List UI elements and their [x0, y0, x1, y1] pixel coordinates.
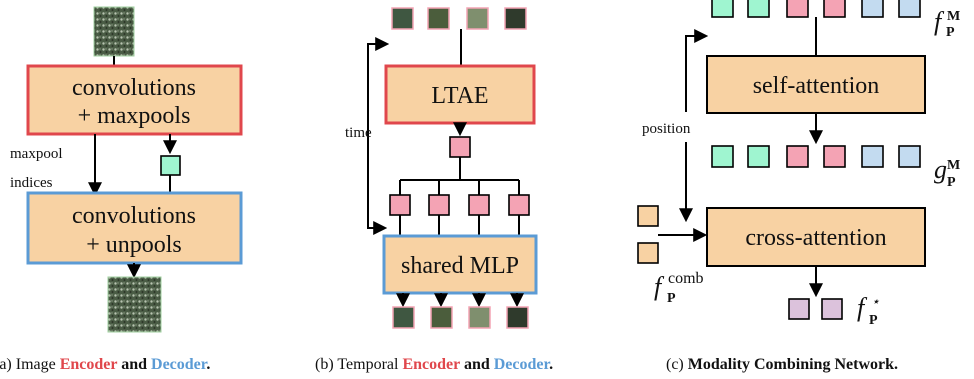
fm-token-5 — [861, 0, 884, 18]
output-step-4 — [506, 306, 529, 329]
output-step-2 — [430, 306, 453, 329]
input-image-patch — [93, 6, 135, 57]
gm-sup: M — [947, 158, 960, 173]
fcomb-main: f — [654, 272, 665, 301]
latent-square — [160, 155, 181, 176]
fcomb-token-2 — [637, 242, 659, 264]
panel-c: f P M position self-attention g P M f P … — [637, 0, 960, 328]
caption-b-end: . — [549, 356, 553, 373]
caption-b-and: and — [460, 356, 494, 373]
time-label: time — [345, 125, 372, 141]
caption-b-prefix: (b) Temporal — [315, 356, 402, 373]
input-step-3 — [466, 7, 489, 30]
ltae-label: LTAE — [431, 83, 488, 109]
fm-token-1 — [711, 0, 734, 18]
caption-b-decoder: Decoder — [494, 356, 551, 373]
gm-token-4 — [823, 145, 846, 168]
panel-b: time LTAE shared MLP — [345, 7, 538, 329]
gm-token-6 — [898, 145, 921, 168]
gm-token-1 — [711, 145, 734, 168]
fcomb-sup: comb — [668, 270, 704, 287]
output-image-patch — [107, 276, 162, 333]
indices-label: indices — [10, 175, 53, 191]
image-decoder-line1: convolutions — [72, 203, 196, 229]
fm-sub: P — [946, 25, 955, 40]
fcomb-token-1 — [637, 205, 659, 227]
image-encoder-box — [26, 64, 243, 136]
temporal-encoder-box — [384, 64, 536, 125]
caption-a-prefix: (a) Image — [0, 356, 60, 373]
fstar-main: f — [857, 293, 868, 322]
self-attention-box — [706, 55, 926, 114]
cross-attention-label: cross-attention — [745, 225, 886, 251]
fm-token-4 — [823, 0, 846, 18]
gm-sub: P — [947, 175, 956, 190]
maxpool-label: maxpool — [10, 146, 63, 162]
fm-token-3 — [786, 0, 809, 18]
fcomb-sub: P — [667, 291, 676, 306]
caption-a-encoder: Encoder — [60, 356, 118, 373]
image-decoder-line2: + unpools — [86, 232, 182, 258]
caption-a-decoder: Decoder — [151, 356, 208, 373]
gm-token-3 — [786, 145, 809, 168]
input-step-4 — [504, 7, 527, 30]
temporal-latent-square — [449, 136, 471, 158]
caption-c: (c) Modality Combining Network. — [666, 356, 898, 373]
caption-b: (b) Temporal Encoder and Decoder. — [315, 356, 553, 373]
copied-latent-1 — [389, 194, 411, 216]
copied-latent-3 — [468, 194, 490, 216]
fstar-token-2 — [821, 298, 843, 320]
gm-token-5 — [861, 145, 884, 168]
fm-sup: M — [947, 9, 960, 24]
image-encoder-line1: convolutions — [72, 75, 196, 101]
caption-a-and: and — [117, 356, 151, 373]
caption-c-prefix: (c) — [666, 356, 688, 373]
panel-a: convolutions + maxpools maxpool indices … — [10, 6, 243, 333]
temporal-decoder-box — [382, 234, 538, 295]
input-step-2 — [427, 7, 450, 30]
gm-token-2 — [747, 145, 770, 168]
shared-mlp-label: shared MLP — [401, 253, 519, 279]
caption-c-bold: Modality Combining Network. — [688, 356, 898, 373]
caption-a-end: . — [206, 356, 210, 373]
fstar-sub: P — [869, 313, 878, 328]
image-encoder-line2: + maxpools — [78, 103, 191, 129]
cross-attention-box — [706, 207, 926, 267]
self-attention-label: self-attention — [753, 73, 880, 99]
fm-label: f — [934, 7, 945, 36]
fm-token-2 — [747, 0, 770, 18]
output-step-3 — [468, 306, 491, 329]
copied-latent-4 — [508, 194, 530, 216]
position-label: position — [642, 121, 691, 137]
fstar-sup: ⋆ — [871, 295, 880, 310]
input-step-1 — [391, 7, 414, 30]
caption-a: (a) Image Encoder and Decoder. — [0, 356, 210, 373]
gm-main: g — [934, 155, 947, 184]
fstar-token-1 — [788, 298, 810, 320]
fm-token-6 — [898, 0, 921, 18]
caption-b-encoder: Encoder — [402, 356, 460, 373]
output-step-1 — [392, 306, 415, 329]
copied-latent-2 — [428, 194, 450, 216]
